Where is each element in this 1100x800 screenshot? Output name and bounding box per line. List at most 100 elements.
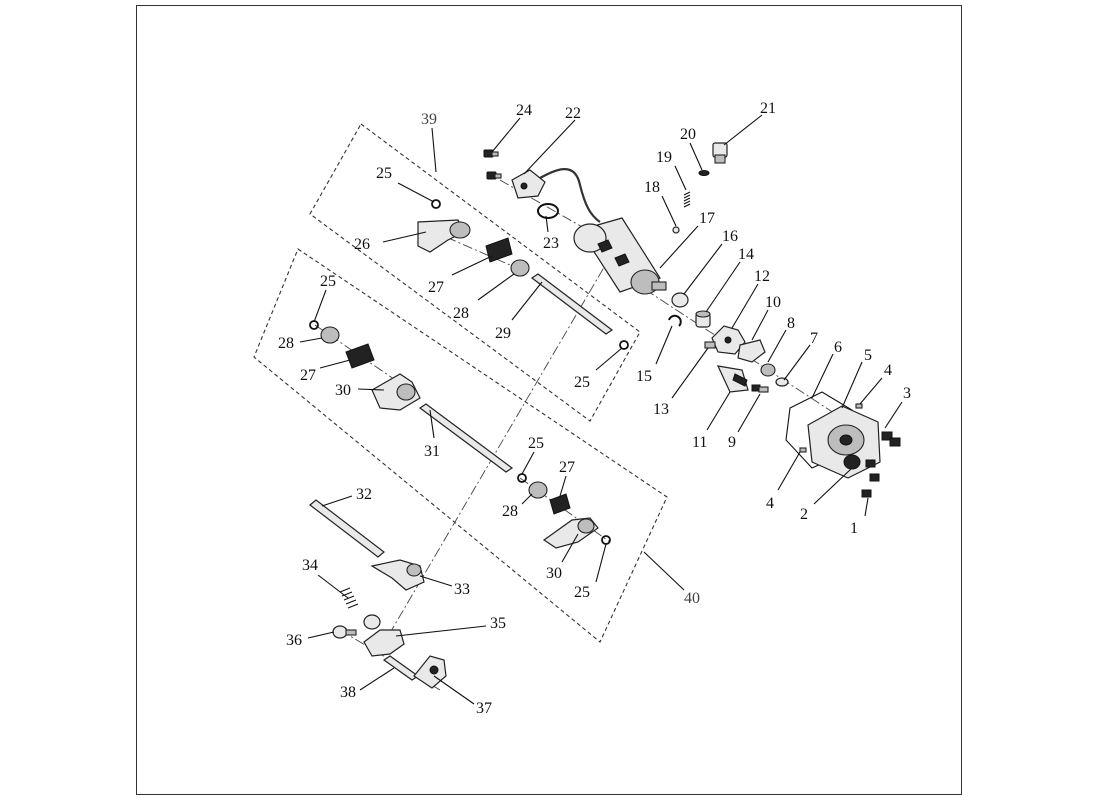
- callout-28-c: 28: [502, 503, 518, 520]
- group-40-box: [253, 248, 668, 643]
- leader-25e: [595, 543, 607, 583]
- part-21-plug: [712, 142, 728, 164]
- part-13-pin: [704, 341, 716, 349]
- leader-35: [395, 625, 487, 637]
- callout-25-b: 25: [320, 273, 336, 290]
- callout-24: 24: [516, 102, 532, 119]
- leader-9: [737, 393, 761, 433]
- leader-31: [429, 409, 435, 439]
- callout-30-b: 30: [546, 565, 562, 582]
- callout-33: 33: [454, 581, 470, 598]
- part-25-circlip-e: [601, 535, 611, 545]
- callout-27-b: 27: [300, 367, 316, 384]
- callout-17: 17: [699, 210, 715, 227]
- leader-1: [864, 497, 869, 517]
- callout-15: 15: [636, 368, 652, 385]
- part-29-fork-shaft: [530, 273, 614, 335]
- leader-16: [683, 243, 723, 295]
- leader-3: [884, 401, 903, 429]
- leader-12: [731, 283, 759, 329]
- callout-1: 1: [850, 520, 858, 537]
- part-22-sensor: [511, 168, 601, 223]
- part-34-spring: [339, 587, 381, 630]
- part-4-dowel-lower: [799, 447, 807, 453]
- leader-8: [767, 329, 787, 363]
- leader-18: [661, 195, 677, 227]
- part-18-ball: [672, 226, 680, 234]
- leader-4b: [777, 451, 801, 491]
- part-25-circlip-d: [517, 473, 527, 483]
- part-28-collar-c: [528, 481, 548, 499]
- callout-28-a: 28: [453, 305, 469, 322]
- callout-36: 36: [286, 632, 302, 649]
- leader-27a: [451, 255, 493, 276]
- callout-2: 2: [800, 506, 808, 523]
- callout-39: 39: [421, 111, 437, 128]
- leader-30b: [561, 533, 579, 563]
- leader-5: [841, 361, 863, 409]
- leader-23: [545, 215, 549, 233]
- callout-10: 10: [765, 294, 781, 311]
- leader-26: [382, 231, 427, 243]
- leader-28c: [521, 493, 533, 505]
- leader-2: [813, 467, 853, 505]
- part-26-fork: [417, 219, 471, 253]
- leader-25c: [595, 347, 623, 371]
- leader-24: [491, 117, 521, 153]
- leader-4a: [859, 377, 883, 405]
- group-39-box: [309, 123, 641, 422]
- callout-23: 23: [543, 235, 559, 252]
- part-27-spring-b: [345, 343, 375, 369]
- leader-19: [674, 165, 687, 191]
- callout-6: 6: [834, 339, 842, 356]
- callout-27-a: 27: [428, 279, 444, 296]
- leader-20: [689, 142, 703, 171]
- part-36-bolt: [332, 625, 357, 639]
- callout-34: 34: [302, 557, 318, 574]
- callout-4-lower: 4: [766, 495, 774, 512]
- callout-30-a: 30: [335, 382, 351, 399]
- leader-21: [723, 114, 763, 146]
- part-35-lever-arm: [363, 629, 405, 657]
- callout-27-c: 27: [559, 459, 575, 476]
- leader-25a: [397, 182, 435, 203]
- leader-10: [751, 309, 769, 341]
- callout-20: 20: [680, 126, 696, 143]
- part-7-washer: [775, 377, 789, 387]
- callout-38: 38: [340, 684, 356, 701]
- leader-38: [359, 667, 395, 691]
- leader-27c: [559, 475, 567, 497]
- part-33-lever: [370, 559, 425, 591]
- callout-11: 11: [692, 434, 707, 451]
- leader-30a: [357, 388, 385, 391]
- part-25-circlip-a: [431, 199, 441, 209]
- part-12-star-plate: [711, 325, 746, 355]
- leader-36: [307, 631, 335, 639]
- part-37-plate: [413, 655, 447, 689]
- leader-40: [643, 551, 685, 591]
- part-24-bolts: [483, 149, 502, 180]
- part-25-circlip-b: [619, 340, 629, 350]
- leader-25b: [313, 289, 327, 323]
- leader-29: [511, 281, 543, 321]
- part-5-cover: [807, 405, 881, 479]
- callout-9: 9: [728, 434, 736, 451]
- callout-40: 40: [684, 590, 700, 607]
- callout-28-b: 28: [278, 335, 294, 352]
- callout-29: 29: [495, 325, 511, 342]
- diagram-frame: [136, 5, 962, 795]
- callout-25-a: 25: [376, 165, 392, 182]
- part-38-pin: [382, 655, 420, 681]
- callout-14: 14: [738, 246, 754, 263]
- callout-16: 16: [722, 228, 738, 245]
- leader-28a: [477, 273, 515, 301]
- leader-17: [659, 225, 699, 269]
- part-15-circlip: [668, 314, 682, 327]
- part-2-seal: [843, 454, 861, 470]
- callout-4-upper: 4: [884, 362, 892, 379]
- part-32-shaft: [309, 499, 385, 558]
- callout-5: 5: [864, 347, 872, 364]
- part-31-fork-shaft: [418, 403, 514, 473]
- callout-13: 13: [653, 401, 669, 418]
